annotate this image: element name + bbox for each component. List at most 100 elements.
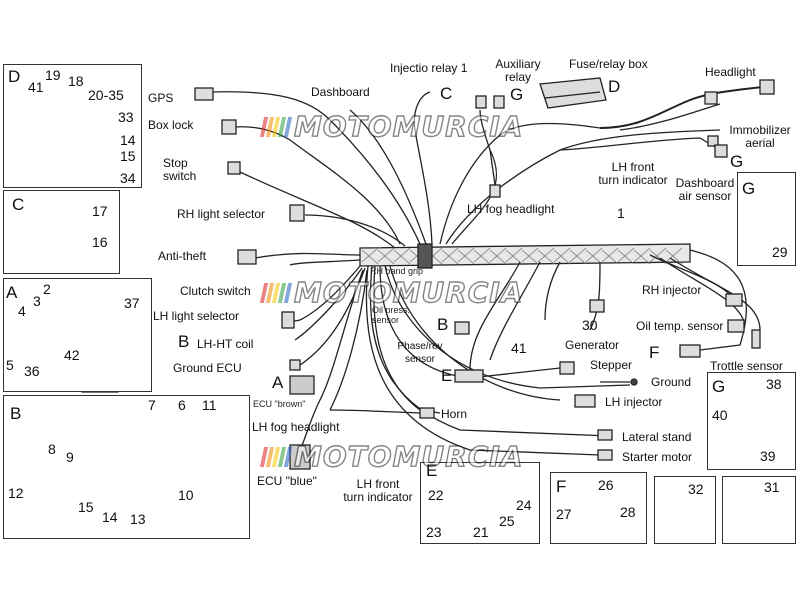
watermark-text: MOTOMURCIA — [293, 109, 524, 143]
inset-d-part-15: 15 — [120, 148, 136, 164]
label-rh-band-grip: RH band grip — [370, 266, 424, 276]
label-rh-injector: RH injector — [642, 283, 702, 297]
inset-c-part-16: 16 — [92, 234, 108, 250]
inset-d-part-20-35: 20-35 — [88, 87, 124, 103]
label-lh-front-turn-indicator-top: LH front turn indicator — [598, 160, 668, 187]
watermark-text: MOTOMURCIA — [293, 275, 524, 309]
label-generator: Generator — [565, 338, 620, 352]
label-lh-injector: LH injector — [605, 395, 663, 409]
inset-a — [3, 278, 152, 392]
inset-f-part-26: 26 — [598, 477, 614, 493]
inset-g-top-part-29: 29 — [772, 244, 788, 260]
inset-g-top — [737, 172, 796, 266]
label-ecu-blue: ECU "blue" — [257, 474, 317, 488]
label-ground-ecu: Ground ECU — [173, 361, 242, 375]
inset-d — [3, 64, 142, 188]
inset-a-letter: A — [6, 283, 18, 302]
label-ground: Ground — [651, 375, 692, 389]
inset-e — [420, 462, 540, 544]
inset-g-bottom-letter: G — [712, 377, 726, 396]
inset-a-part-2: 2 — [43, 281, 51, 297]
label-lh-fog-headlight-bottom: LH fog headlight — [252, 420, 340, 434]
callout-letter-g-top: G — [510, 85, 524, 104]
inset-d-part-33: 33 — [118, 109, 134, 125]
label-lh-ht-coil: LH-HT coil — [197, 337, 254, 351]
inset-c — [3, 190, 120, 274]
watermark-middle: MOTOMURCIA — [259, 275, 524, 310]
inset-part-31: 31 — [764, 479, 780, 495]
inset-e-part-25: 25 — [499, 513, 515, 529]
inset-g-bottom-part-40: 40 — [712, 407, 728, 423]
watermark-text: MOTOMURCIA — [293, 439, 524, 473]
inset-b-part-9: 9 — [66, 449, 74, 465]
label-dashboard-air-sensor: Dashboard air sensor — [675, 176, 735, 203]
inset-a-part-36: 36 — [24, 363, 40, 379]
watermark-stripes — [259, 446, 293, 467]
inset-32 — [654, 476, 716, 544]
label-lateral-stand: Lateral stand — [622, 430, 692, 444]
label-immobilizer-aerial: Immobilizer aerial — [729, 123, 791, 150]
label-box-lock: Box lock — [148, 118, 194, 132]
label-horn: Horn — [441, 407, 468, 421]
part-number-1: 1 — [617, 205, 625, 221]
label-ecu-brown: ECU "brown" — [253, 399, 306, 409]
watermark-stripes — [259, 282, 293, 303]
callout-letter-e-mid: E — [441, 366, 453, 385]
label-rh-light-selector: RH light selector — [177, 207, 266, 221]
label-headlight: Headlight — [705, 65, 756, 79]
inset-a-part-42: 42 — [64, 347, 80, 363]
inset-a-part-3: 3 — [33, 293, 41, 309]
label-lh-light-selector: LH light selector — [153, 309, 240, 323]
label-dashboard: Dashboard — [311, 85, 370, 99]
inset-a-part-4: 4 — [18, 303, 26, 319]
inset-f — [550, 472, 647, 544]
label-gps: GPS — [148, 91, 174, 105]
inset-f-letter: F — [556, 477, 567, 496]
inset-a-part-5: 5 — [6, 357, 14, 373]
inset-d-part-34: 34 — [120, 170, 136, 186]
label-stepper: Stepper — [590, 358, 633, 372]
part-number-30: 30 — [582, 317, 598, 333]
label-phase-rev-sensor: Phase/rev sensor — [397, 341, 443, 365]
label-lh-fog-headlight-top: LH fog headlight — [467, 202, 555, 216]
label-fuse-relay-box: Fuse/relay box — [569, 57, 648, 71]
label-oil-press-sensor: Oil press. sensor — [372, 305, 411, 325]
inset-g-bottom-part-39: 39 — [760, 448, 776, 464]
inset-d-part-14: 14 — [120, 132, 136, 148]
inset-f-part-27: 27 — [556, 506, 572, 522]
inset-d-letter: D — [8, 67, 21, 86]
inset-e-part-24: 24 — [516, 497, 532, 513]
callout-letter-c-top: C — [440, 84, 453, 103]
inset-e-part-22: 22 — [428, 487, 444, 503]
watermark-stripes — [259, 116, 293, 137]
label-injection-relay: Injectio relay 1 — [390, 61, 468, 75]
watermark-bottom: MOTOMURCIA — [259, 439, 524, 474]
fuse-box-shape — [539, 77, 607, 109]
label-starter-motor: Starter motor — [622, 450, 693, 464]
inset-g-bottom — [707, 372, 796, 470]
inset-part-32: 32 — [688, 481, 704, 497]
label-auxiliary-relay: Auxiliary relay — [495, 57, 541, 84]
inset-g-bottom-part-38: 38 — [766, 376, 782, 392]
inset-b-letter: B — [10, 404, 22, 423]
callout-letter-f-right: F — [649, 343, 660, 362]
inset-c-part-17: 17 — [92, 203, 108, 219]
inset-d-part-18: 18 — [68, 73, 84, 89]
inset-b-part-15: 15 — [78, 499, 94, 515]
label-stop-switch: Stop switch — [163, 156, 197, 183]
inset-d-part-19: 19 — [45, 67, 61, 83]
inset-b-part-14: 14 — [102, 509, 118, 525]
callout-letter-g-right: G — [730, 152, 744, 171]
inset-d-part-41: 41 — [28, 79, 44, 95]
inset-f-part-28: 28 — [620, 504, 636, 520]
inset-b-part-10: 10 — [178, 487, 194, 503]
inset-b-part-11: 11 — [202, 397, 217, 413]
watermark-top: MOTOMURCIA — [259, 109, 524, 144]
label-clutch-switch: Clutch switch — [180, 284, 251, 298]
main-harness-sleeve — [359, 243, 691, 267]
callout-letter-d-top: D — [608, 77, 621, 96]
inset-b-part-7: 7 — [148, 397, 156, 413]
inset-b-part-13: 13 — [130, 511, 146, 527]
inset-b-part-6: 6 — [178, 397, 186, 413]
